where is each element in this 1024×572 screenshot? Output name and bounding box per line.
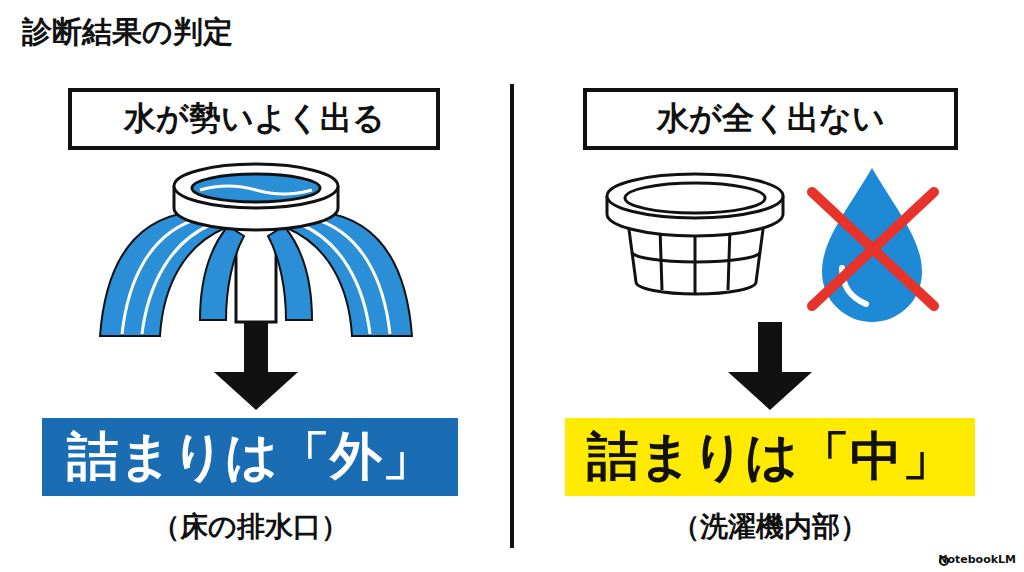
node-label: 水が全く出ない — [657, 101, 885, 136]
watermark: NotebookLM — [938, 553, 1016, 566]
location-note: （洗濯機内部） — [672, 508, 868, 546]
down-arrow — [214, 322, 298, 410]
node-label: 詰まりは「外」 — [67, 428, 434, 485]
down-arrow — [728, 322, 812, 410]
node-label: 詰まりは「中」 — [587, 428, 954, 485]
result-band: 詰まりは「外」 — [42, 418, 458, 496]
divider-line — [510, 84, 514, 548]
location-note: （床の排水口） — [152, 508, 349, 546]
crossed-water-drop — [812, 168, 934, 322]
filter-basket — [607, 174, 783, 294]
result-band: 詰まりは「中」 — [565, 418, 975, 496]
title: 診断結果の判定 — [22, 12, 233, 53]
filter-spraying-water — [100, 164, 412, 336]
node-label: 水が勢いよく出る — [124, 101, 385, 136]
condition-box: 水が勢いよく出る — [68, 88, 440, 150]
condition-box: 水が全く出ない — [583, 88, 958, 150]
